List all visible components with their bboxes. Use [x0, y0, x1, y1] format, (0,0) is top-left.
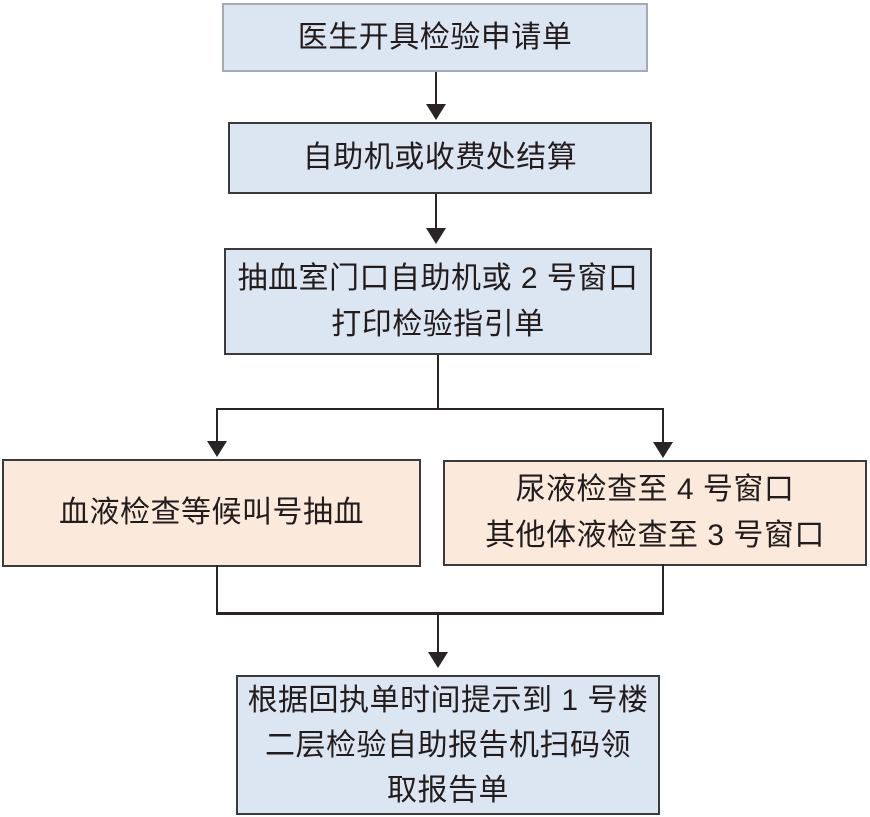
flow-node-urine-fluid: 尿液检查至 4 号窗口 其他体液检查至 3 号窗口 [443, 460, 867, 566]
node-text: 尿液检查至 4 号窗口 [515, 473, 795, 506]
arrowhead-down-icon [428, 652, 448, 668]
connector-line [662, 408, 664, 444]
connector-line [216, 408, 218, 443]
connector-line [435, 194, 437, 230]
connector-line [437, 615, 439, 654]
node-text: 抽血室门口自助机或 2 号窗口 [237, 261, 639, 295]
node-text: 打印检验指引单 [331, 307, 545, 341]
flow-node-report-pickup: 根据回执单时间提示到 1 号楼 二层检验自助报告机扫码领 取报告单 [236, 675, 660, 815]
node-text: 二层检验自助报告机扫码领 [265, 728, 631, 762]
connector-line [662, 564, 664, 614]
flow-node-blood-draw: 血液检查等候叫号抽血 [2, 459, 421, 567]
merge-horizontal-line [216, 612, 664, 615]
node-text: 根据回执单时间提示到 1 号楼 [247, 683, 649, 717]
connector-line [435, 72, 437, 106]
node-text: 取报告单 [387, 773, 509, 807]
arrowhead-down-icon [653, 442, 673, 458]
node-text: 其他体液检查至 3 号窗口 [485, 519, 825, 552]
node-text: 自助机或收费处结算 [302, 141, 578, 174]
node-text: 医生开具检验申请单 [297, 20, 573, 54]
arrowhead-down-icon [207, 441, 227, 457]
connector-line [437, 355, 439, 410]
flow-node-settlement: 自助机或收费处结算 [228, 122, 652, 194]
connector-line [216, 565, 218, 614]
node-text: 血液检查等候叫号抽血 [59, 496, 364, 529]
arrowhead-down-icon [426, 228, 446, 244]
flow-node-print-guide: 抽血室门口自助机或 2 号窗口 打印检验指引单 [224, 248, 652, 355]
branch-horizontal-line [216, 408, 664, 410]
arrowhead-down-icon [426, 104, 446, 120]
flow-node-doctor-order: 医生开具检验申请单 [222, 3, 648, 72]
